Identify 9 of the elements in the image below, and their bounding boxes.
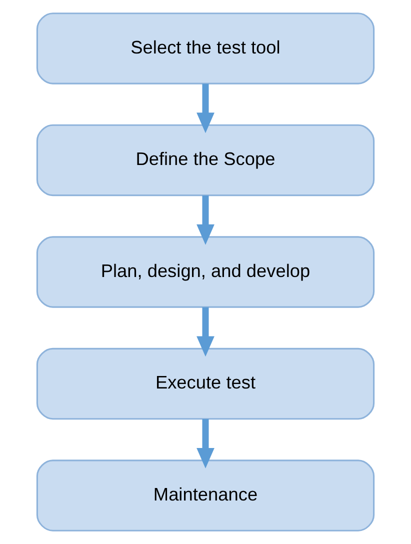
arrow	[196, 195, 214, 245]
node-box: Define the Scope	[36, 124, 375, 196]
node-box: Select the test tool	[36, 12, 375, 84]
arrow	[196, 419, 214, 468]
arrow	[196, 307, 214, 357]
node-box: Maintenance	[36, 460, 375, 532]
node-box: Plan, design, and develop	[36, 236, 375, 308]
arrow	[196, 84, 214, 134]
node-box: Execute test	[36, 348, 375, 420]
